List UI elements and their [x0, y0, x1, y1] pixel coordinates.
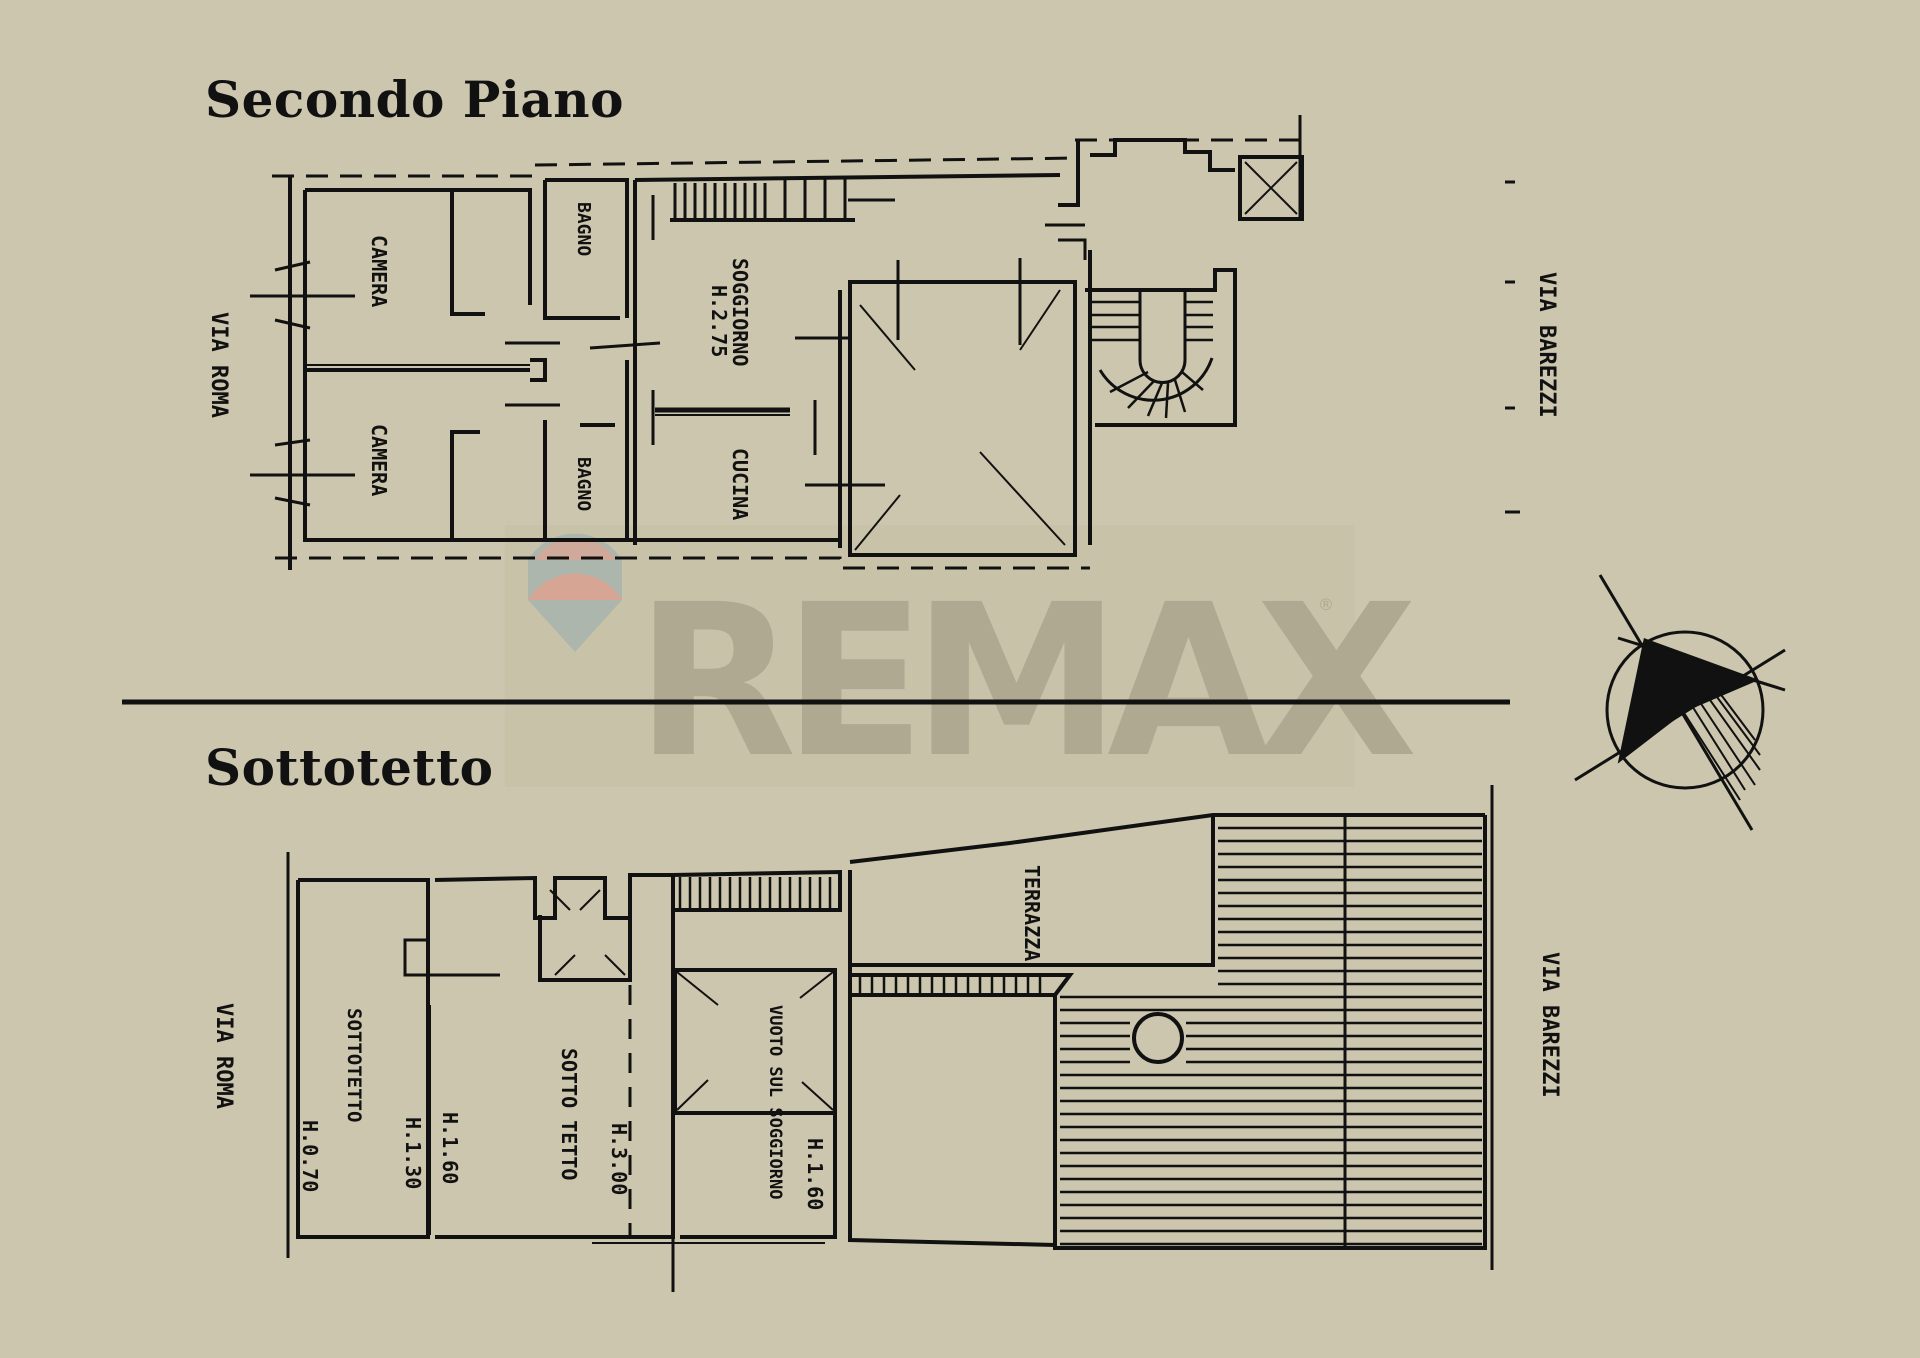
- height-h300: H.3.00: [607, 1123, 631, 1195]
- height-h070: H.0.70: [298, 1120, 322, 1192]
- room-label-bagno-2: BAGNO: [573, 457, 594, 511]
- secondo-piano-plan: [250, 115, 1520, 570]
- sottotetto-plan: [286, 785, 1494, 1292]
- sottotetto-title: Sottotetto: [205, 738, 494, 797]
- room-label-sotto-tetto-2: SOTTO TETTO: [557, 1048, 581, 1180]
- sottotetto-labels: SOTTOTETTO SOTTO TETTO VUOTO SUL SOGGIOR…: [211, 865, 1562, 1210]
- room-label-terrazza: TERRAZZA: [1020, 865, 1044, 961]
- room-label-camera-2: CAMERA: [367, 424, 391, 496]
- height-note-soggiorno: H.2.75: [707, 285, 731, 357]
- room-label-vuoto: VUOTO SUL SOGGIORNO: [765, 1005, 785, 1199]
- height-h160-a: H.1.60: [438, 1112, 462, 1184]
- roof-hatching: [1060, 826, 1482, 1246]
- street-label-via-roma-bottom: VIA ROMA: [211, 1003, 236, 1109]
- remax-watermark: REMAX ®: [505, 525, 1428, 804]
- room-label-camera-1: CAMERA: [367, 235, 391, 307]
- room-label-bagno-1: BAGNO: [573, 202, 594, 256]
- street-label-via-barezzi-bottom: VIA BAREZZI: [1537, 952, 1562, 1098]
- remax-text: REMAX: [635, 559, 1414, 804]
- north-arrow-icon: [1574, 574, 1786, 831]
- street-label-via-barezzi-top: VIA BAREZZI: [1534, 272, 1559, 418]
- room-label-sottotetto-1: SOTTOTETTO: [343, 1008, 365, 1122]
- street-label-via-roma-top: VIA ROMA: [206, 312, 231, 418]
- svg-text:®: ®: [1318, 595, 1334, 614]
- secondo-piano-title: Secondo Piano: [205, 70, 624, 129]
- secondo-piano-labels: CAMERA CAMERA BAGNO BAGNO SOGGIORNO H.2.…: [206, 202, 1559, 520]
- room-label-cucina: CUCINA: [728, 448, 752, 520]
- height-h130: H.1.30: [401, 1117, 425, 1189]
- height-h160-b: H.1.60: [803, 1138, 827, 1210]
- room-label-soggiorno: SOGGIORNO: [728, 258, 752, 366]
